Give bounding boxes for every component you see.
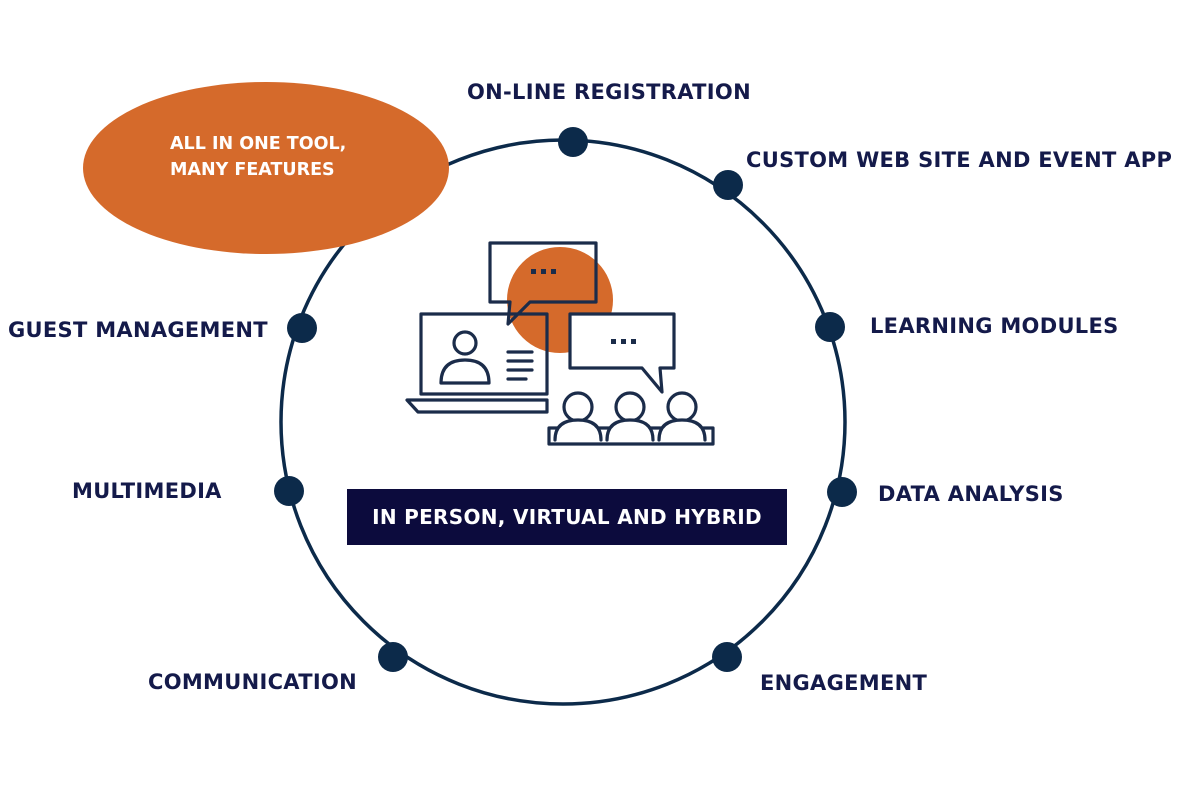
node-guest	[287, 313, 317, 343]
callout-line-2: MANY FEATURES	[170, 160, 335, 180]
node-engagement	[712, 642, 742, 672]
chat-dots-icon	[531, 269, 636, 344]
feature-label-communication: COMMUNICATION	[148, 670, 357, 694]
hybrid-banner: IN PERSON, VIRTUAL AND HYBRID	[347, 489, 787, 545]
node-learning	[815, 312, 845, 342]
callout-line-1: ALL IN ONE TOOL,	[170, 134, 347, 154]
node-registration	[558, 127, 588, 157]
node-communication	[378, 642, 408, 672]
node-multimedia	[274, 476, 304, 506]
feature-label-guest: GUEST MANAGEMENT	[8, 318, 268, 342]
feature-label-multimedia: MULTIMEDIA	[72, 479, 222, 503]
feature-label-engagement: ENGAGEMENT	[760, 671, 928, 695]
hybrid-banner-text: IN PERSON, VIRTUAL AND HYBRID	[372, 505, 762, 529]
feature-label-website: CUSTOM WEB SITE AND EVENT APP	[746, 148, 1173, 172]
feature-label-data: DATA ANALYSIS	[878, 482, 1064, 506]
virtual-meeting-icon	[405, 241, 715, 446]
feature-label-learning: LEARNING MODULES	[870, 314, 1119, 338]
node-data	[827, 477, 857, 507]
callout-blob	[83, 82, 449, 254]
node-website	[713, 170, 743, 200]
callout-text: ALL IN ONE TOOL, MANY FEATURES	[170, 131, 370, 183]
feature-label-registration: ON-LINE REGISTRATION	[467, 80, 751, 104]
